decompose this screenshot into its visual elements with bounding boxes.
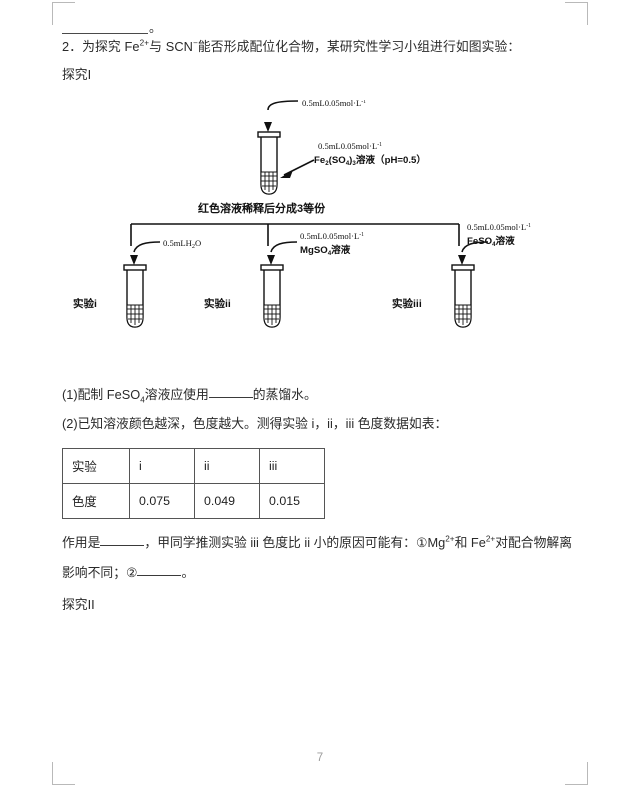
sub-questions-block: (1)配制 FeSO4溶液应使用 的蒸馏水。 (2)已知溶液颜色越深，色度越大。测… xyxy=(62,380,582,620)
fe2-charge-superscript: 2+ xyxy=(485,534,496,544)
distribution-bracket xyxy=(130,223,460,246)
fe-formula-sub1: 2 xyxy=(325,160,329,167)
branch-2-experiment-label: 实验ii xyxy=(204,297,231,310)
top-reagent-label: 0.5mL0.05mol·L-1 xyxy=(302,100,366,108)
table-row-values: 色度 0.075 0.049 0.015 xyxy=(62,483,325,519)
tail-answer-blank-2 xyxy=(137,567,182,576)
fe-reagent-volume: 0.5mL xyxy=(318,141,341,151)
table-cell-exp-2: ii xyxy=(194,448,260,484)
branch-1-experiment-label: 实验i xyxy=(73,297,97,310)
branch-2: 0.5mL0.05mol·L-1 MgSO4溶液 实验ii xyxy=(204,231,364,328)
question-stem-prefix: 2．为探究 Fe xyxy=(62,39,140,54)
fe-formula-mid: (SO xyxy=(329,155,347,166)
branch-2-reagent-line1: 0.5mL0.05mol·L-1 xyxy=(300,231,364,241)
fe-formula-pre: Fe xyxy=(314,155,325,166)
question-stem-suffix: 能否形成配位化合物，某研究性学习小组进行如图实验： xyxy=(197,39,521,54)
branch-3-formula-pre: FeSO xyxy=(467,236,493,247)
fe-charge-superscript: 2+ xyxy=(139,38,150,48)
tail-line1-post: 对配合物解离 xyxy=(495,535,572,550)
tail-line2-pre: 影响不同；② xyxy=(62,565,138,580)
table-header-experiment: 实验 xyxy=(62,448,130,484)
table-header-chroma: 色度 xyxy=(62,483,130,519)
sub-q1-prefix: (1)配制 FeSO xyxy=(62,387,141,402)
branch-1-reagent-post: O xyxy=(195,238,201,248)
top-test-tube xyxy=(257,131,281,195)
top-reagent-arrow xyxy=(264,100,299,132)
question-stem-mid: 与 SCN xyxy=(149,39,194,54)
page-number: 7 xyxy=(316,752,324,764)
top-reagent-volume: 0.5mL xyxy=(302,100,325,108)
branch-3-arrow xyxy=(458,241,489,265)
branch-2-reagent-exponent: -1 xyxy=(359,232,364,238)
branch-2-formula-post: 溶液 xyxy=(331,244,351,256)
branch-1-reagent-sub: 2 xyxy=(192,243,195,250)
branch-3-reagent-exponent: -1 xyxy=(526,223,531,229)
fe-formula-mid2: ) xyxy=(349,155,352,166)
tail-line1-mid2: 和 Fe xyxy=(454,535,486,550)
tail-line1-mid: ，甲同学推测实验 iii 色度比 ii 小的原因可能有：①Mg xyxy=(144,535,446,550)
fe-formula-post: 溶液（pH=0.5） xyxy=(356,154,426,166)
fe2so43-arrow xyxy=(280,159,315,178)
split-step-label: 红色溶液稀释后分成3等份 xyxy=(198,201,326,215)
leading-blank-period: 。 xyxy=(149,20,162,35)
tail-line2-post: 。 xyxy=(181,565,195,580)
table-cell-value-3: 0.015 xyxy=(259,483,325,519)
branch-3-reagent-line2: FeSO4溶液 xyxy=(467,235,515,248)
fe-reagent-exponent: -1 xyxy=(377,142,382,148)
sub-question-1: (1)配制 FeSO4溶液应使用 的蒸馏水。 xyxy=(62,380,582,409)
branch-1: 0.5mLH2O 实验i xyxy=(73,238,201,328)
top-reagent-exponent: -1 xyxy=(361,100,366,105)
answer-blank-rule xyxy=(62,24,148,34)
branch-1-reagent-pre: 0.5mLH xyxy=(163,238,192,248)
section-label-2: 探究II xyxy=(62,597,95,612)
branch-2-arrow xyxy=(267,241,298,265)
tail-paragraph-line-2: 影响不同；② 。 xyxy=(62,558,582,587)
fe-formula-sub2: 4 xyxy=(346,160,350,167)
sub-q1-before-blank: 溶液应使用 xyxy=(144,387,209,402)
fe2so43-label-line2: Fe2(SO4)3溶液（pH=0.5） xyxy=(314,154,426,167)
sub-q1-after-blank: 的蒸馏水。 xyxy=(252,387,317,402)
top-reagent-conc: 0.05mol·L xyxy=(325,100,362,108)
tail-line1-pre: 作用是 xyxy=(62,535,101,550)
colorimetry-data-table: 实验 i ii iii 色度 0.075 0.049 0.015 xyxy=(62,448,325,519)
branch-3-reagent-conc: 0.5mL0.05mol·L xyxy=(467,222,526,232)
table-cell-value-1: 0.075 xyxy=(129,483,195,519)
sub-q1-answer-blank xyxy=(208,389,253,398)
branch-3-reagent-line1: 0.5mL0.05mol·L-1 xyxy=(467,222,531,232)
crop-mark-bottom-right xyxy=(565,762,588,785)
fe-reagent-conc: 0.05mol·L xyxy=(341,141,378,151)
branch-3-formula-post: 溶液 xyxy=(496,235,516,247)
table-row-header: 实验 i ii iii xyxy=(62,448,325,484)
table-cell-exp-3: iii xyxy=(259,448,325,484)
leading-answer-blank: 。 xyxy=(62,14,578,34)
branch-2-formula-sub: 4 xyxy=(328,250,332,257)
branch-3: 0.5mL0.05mol·L-1 FeSO4溶液 实验iii xyxy=(392,222,531,328)
table-cell-exp-1: i xyxy=(129,448,195,484)
section-label-1: 探究I xyxy=(62,67,92,82)
crop-mark-bottom-left xyxy=(52,762,75,785)
branch-1-reagent-label: 0.5mLH2O xyxy=(163,238,201,250)
branch-3-formula-sub: 4 xyxy=(492,241,496,248)
branch-3-experiment-label: 实验iii xyxy=(392,297,422,310)
fe-formula-sub3: 3 xyxy=(352,160,356,167)
tail-answer-blank-1 xyxy=(100,537,145,546)
scn-charge-superscript: − xyxy=(193,38,198,48)
tail-paragraph-line-1: 作用是，甲同学推测实验 iii 色度比 ii 小的原因可能有：①Mg2+和 Fe… xyxy=(62,527,582,558)
sub-question-2: (2)已知溶液颜色越深，色度越大。测得实验 i，ii，iii 色度数据如表： xyxy=(62,416,448,431)
branch-2-reagent-line2: MgSO4溶液 xyxy=(300,244,351,257)
table-cell-value-2: 0.049 xyxy=(194,483,260,519)
experiment-diagram: 0.5mL0.05mol·L-1 0.5mL0.05mol·L-1 Fe2(SO… xyxy=(62,100,578,350)
branch-2-formula-pre: MgSO xyxy=(300,245,328,256)
page-content: 。 2．为探究 Fe2+与 SCN−能否形成配位化合物，某研究性学习小组进行如图… xyxy=(62,14,578,90)
fe2so43-label-line1: 0.5mL0.05mol·L-1 xyxy=(318,141,382,151)
feso4-subscript: 4 xyxy=(140,395,145,405)
branch-1-arrow xyxy=(130,241,161,265)
mg-charge-superscript: 2+ xyxy=(445,534,455,544)
branch-2-reagent-conc: 0.5mL0.05mol·L xyxy=(300,231,359,241)
question-2-stem: 2．为探究 Fe2+与 SCN−能否形成配位化合物，某研究性学习小组进行如图实验… xyxy=(62,34,578,60)
